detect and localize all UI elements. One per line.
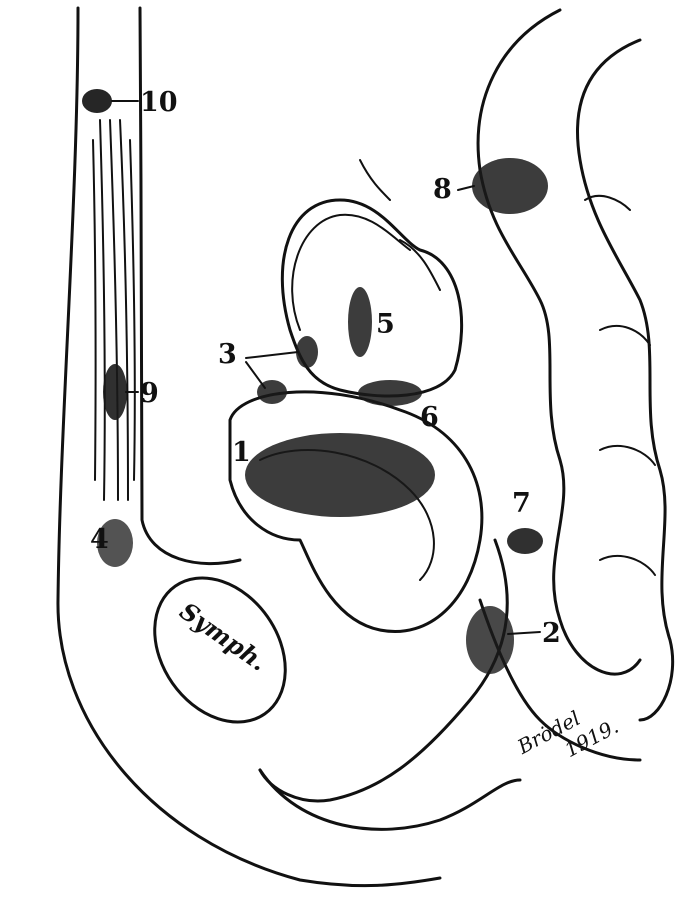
posterior-pelvic-wall bbox=[260, 540, 507, 801]
lesion-5 bbox=[348, 287, 372, 357]
symphysis-label: Symph. bbox=[175, 596, 273, 677]
lesion-3a bbox=[296, 336, 318, 368]
marker-6: 6 bbox=[420, 402, 439, 433]
lesion-10 bbox=[82, 89, 112, 113]
rectus-muscle-strands bbox=[93, 120, 135, 500]
marker-4: 4 bbox=[90, 524, 109, 555]
lesion-1 bbox=[245, 433, 435, 517]
colon-haustra bbox=[585, 196, 655, 575]
marker-1: 1 bbox=[232, 437, 251, 468]
lesion-2 bbox=[466, 606, 514, 674]
lesion-9 bbox=[103, 364, 127, 420]
marker-7: 7 bbox=[512, 488, 531, 519]
marker-5: 5 bbox=[376, 309, 395, 340]
lesion-7 bbox=[507, 528, 543, 554]
colon-outer bbox=[478, 10, 640, 674]
colon-inner bbox=[578, 40, 673, 720]
marker-9: 9 bbox=[140, 378, 159, 409]
marker-10: 10 bbox=[140, 87, 178, 118]
marker-8: 8 bbox=[433, 174, 452, 205]
ovary-fimbria bbox=[360, 160, 440, 290]
lesion-6 bbox=[358, 380, 422, 406]
marker-2: 2 bbox=[542, 618, 561, 649]
lesion-8 bbox=[472, 158, 548, 214]
marker-3: 3 bbox=[218, 339, 237, 370]
